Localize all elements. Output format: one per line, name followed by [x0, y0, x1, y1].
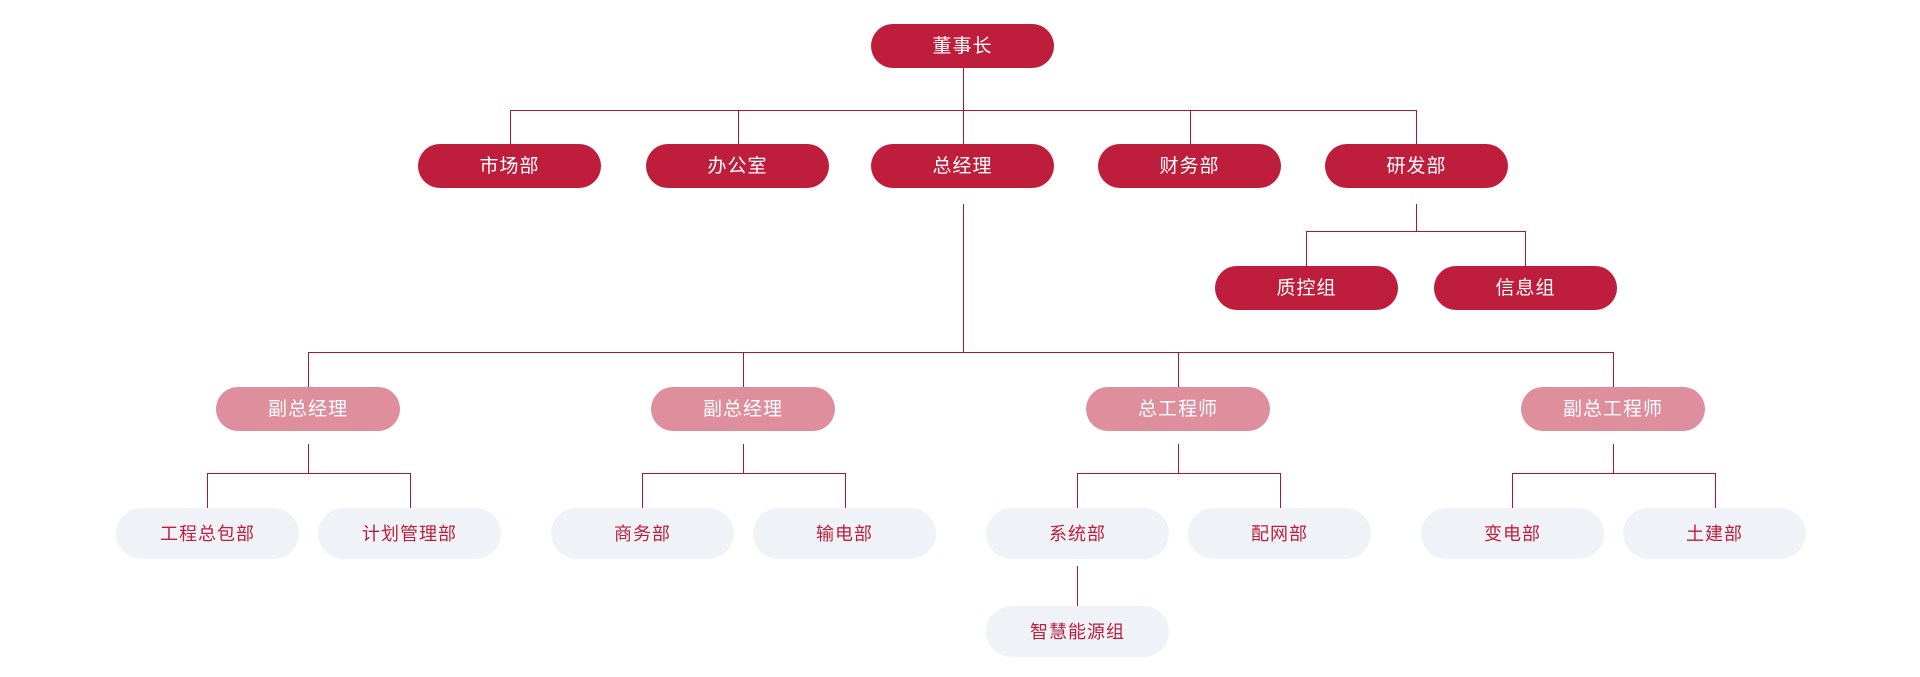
connector-deputy-gm-2-stem — [743, 444, 744, 473]
connector-system-dept-stem — [1077, 566, 1078, 606]
node-smart-energy-group[interactable]: 智慧能源组 — [986, 606, 1169, 657]
node-deputy-chief-engineer-label: 副总工程师 — [1562, 398, 1663, 420]
node-transmission-dept-label: 输电部 — [816, 523, 873, 544]
connector-gm-stem — [963, 204, 964, 352]
connector-deputy-gm-2-bus — [642, 473, 845, 474]
connector-drop-deputy-gm-1 — [308, 352, 309, 387]
node-deputy-gm-1-label: 副总经理 — [267, 398, 348, 420]
connector-deputy-gm-1-stem — [308, 444, 309, 473]
connector-drop-distribution-dept — [1280, 473, 1281, 508]
node-epc-dept-label: 工程总包部 — [160, 523, 255, 544]
node-smart-energy-group-label: 智慧能源组 — [1030, 621, 1125, 642]
connector-drop-general-manager — [963, 110, 964, 144]
connector-deputy-chief-engineer-bus — [1512, 473, 1715, 474]
node-deputy-gm-2[interactable]: 副总经理 — [651, 387, 835, 431]
node-marketing[interactable]: 市场部 — [418, 144, 601, 188]
connector-drop-info-group — [1525, 231, 1526, 266]
connector-chairman-stem — [963, 68, 964, 110]
node-civil-dept-label: 土建部 — [1686, 523, 1743, 544]
connector-drop-chief-engineer — [1178, 352, 1179, 387]
node-info-group-label: 信息组 — [1495, 277, 1556, 299]
node-rnd[interactable]: 研发部 — [1325, 144, 1508, 188]
node-qc-group-label: 质控组 — [1276, 277, 1337, 299]
connector-rnd-stem — [1416, 204, 1417, 231]
node-deputy-gm-1[interactable]: 副总经理 — [216, 387, 400, 431]
connector-drop-system-dept — [1077, 473, 1078, 508]
connector-drop-civil-dept — [1715, 473, 1716, 508]
node-finance-label: 财务部 — [1159, 155, 1220, 177]
node-commerce-dept[interactable]: 商务部 — [551, 508, 734, 559]
node-general-manager-label: 总经理 — [932, 155, 993, 177]
node-deputy-gm-2-label: 副总经理 — [702, 398, 783, 420]
node-commerce-dept-label: 商务部 — [614, 523, 671, 544]
node-general-manager[interactable]: 总经理 — [871, 144, 1054, 188]
connector-drop-planning-dept — [410, 473, 411, 508]
node-info-group[interactable]: 信息组 — [1434, 266, 1617, 310]
node-planning-dept-label: 计划管理部 — [362, 523, 457, 544]
connector-drop-deputy-gm-2 — [743, 352, 744, 387]
connector-deputy-chief-engineer-stem — [1613, 444, 1614, 473]
connector-drop-transmission-dept — [845, 473, 846, 508]
connector-drop-rnd — [1416, 110, 1417, 144]
node-planning-dept[interactable]: 计划管理部 — [318, 508, 501, 559]
node-office-label: 办公室 — [707, 155, 768, 177]
connector-drop-office — [738, 110, 739, 144]
node-chief-engineer[interactable]: 总工程师 — [1086, 387, 1270, 431]
connector-drop-qc-group — [1306, 231, 1307, 266]
node-deputy-chief-engineer[interactable]: 副总工程师 — [1521, 387, 1705, 431]
connector-drop-finance — [1190, 110, 1191, 144]
connector-chief-engineer-bus — [1077, 473, 1280, 474]
node-civil-dept[interactable]: 土建部 — [1623, 508, 1806, 559]
connector-deputy-bus — [308, 352, 1613, 353]
node-distribution-dept[interactable]: 配网部 — [1188, 508, 1371, 559]
connector-drop-marketing — [510, 110, 511, 144]
node-chairman[interactable]: 董事长 — [871, 24, 1054, 68]
node-substation-dept[interactable]: 变电部 — [1421, 508, 1604, 559]
node-chairman-label: 董事长 — [932, 35, 993, 57]
node-epc-dept[interactable]: 工程总包部 — [116, 508, 299, 559]
node-qc-group[interactable]: 质控组 — [1215, 266, 1398, 310]
node-substation-dept-label: 变电部 — [1484, 523, 1541, 544]
node-transmission-dept[interactable]: 输电部 — [753, 508, 936, 559]
connector-deputy-gm-1-bus — [207, 473, 410, 474]
connector-drop-epc-dept — [207, 473, 208, 508]
node-rnd-label: 研发部 — [1386, 155, 1447, 177]
connector-drop-commerce-dept — [642, 473, 643, 508]
node-distribution-dept-label: 配网部 — [1251, 523, 1308, 544]
connector-drop-deputy-chief-engineer — [1613, 352, 1614, 387]
node-marketing-label: 市场部 — [479, 155, 540, 177]
connector-rnd-bus — [1306, 231, 1525, 232]
node-system-dept[interactable]: 系统部 — [986, 508, 1169, 559]
node-office[interactable]: 办公室 — [646, 144, 829, 188]
connector-chief-engineer-stem — [1178, 444, 1179, 473]
node-system-dept-label: 系统部 — [1049, 523, 1106, 544]
node-finance[interactable]: 财务部 — [1098, 144, 1281, 188]
node-chief-engineer-label: 总工程师 — [1137, 398, 1218, 420]
connector-drop-substation-dept — [1512, 473, 1513, 508]
